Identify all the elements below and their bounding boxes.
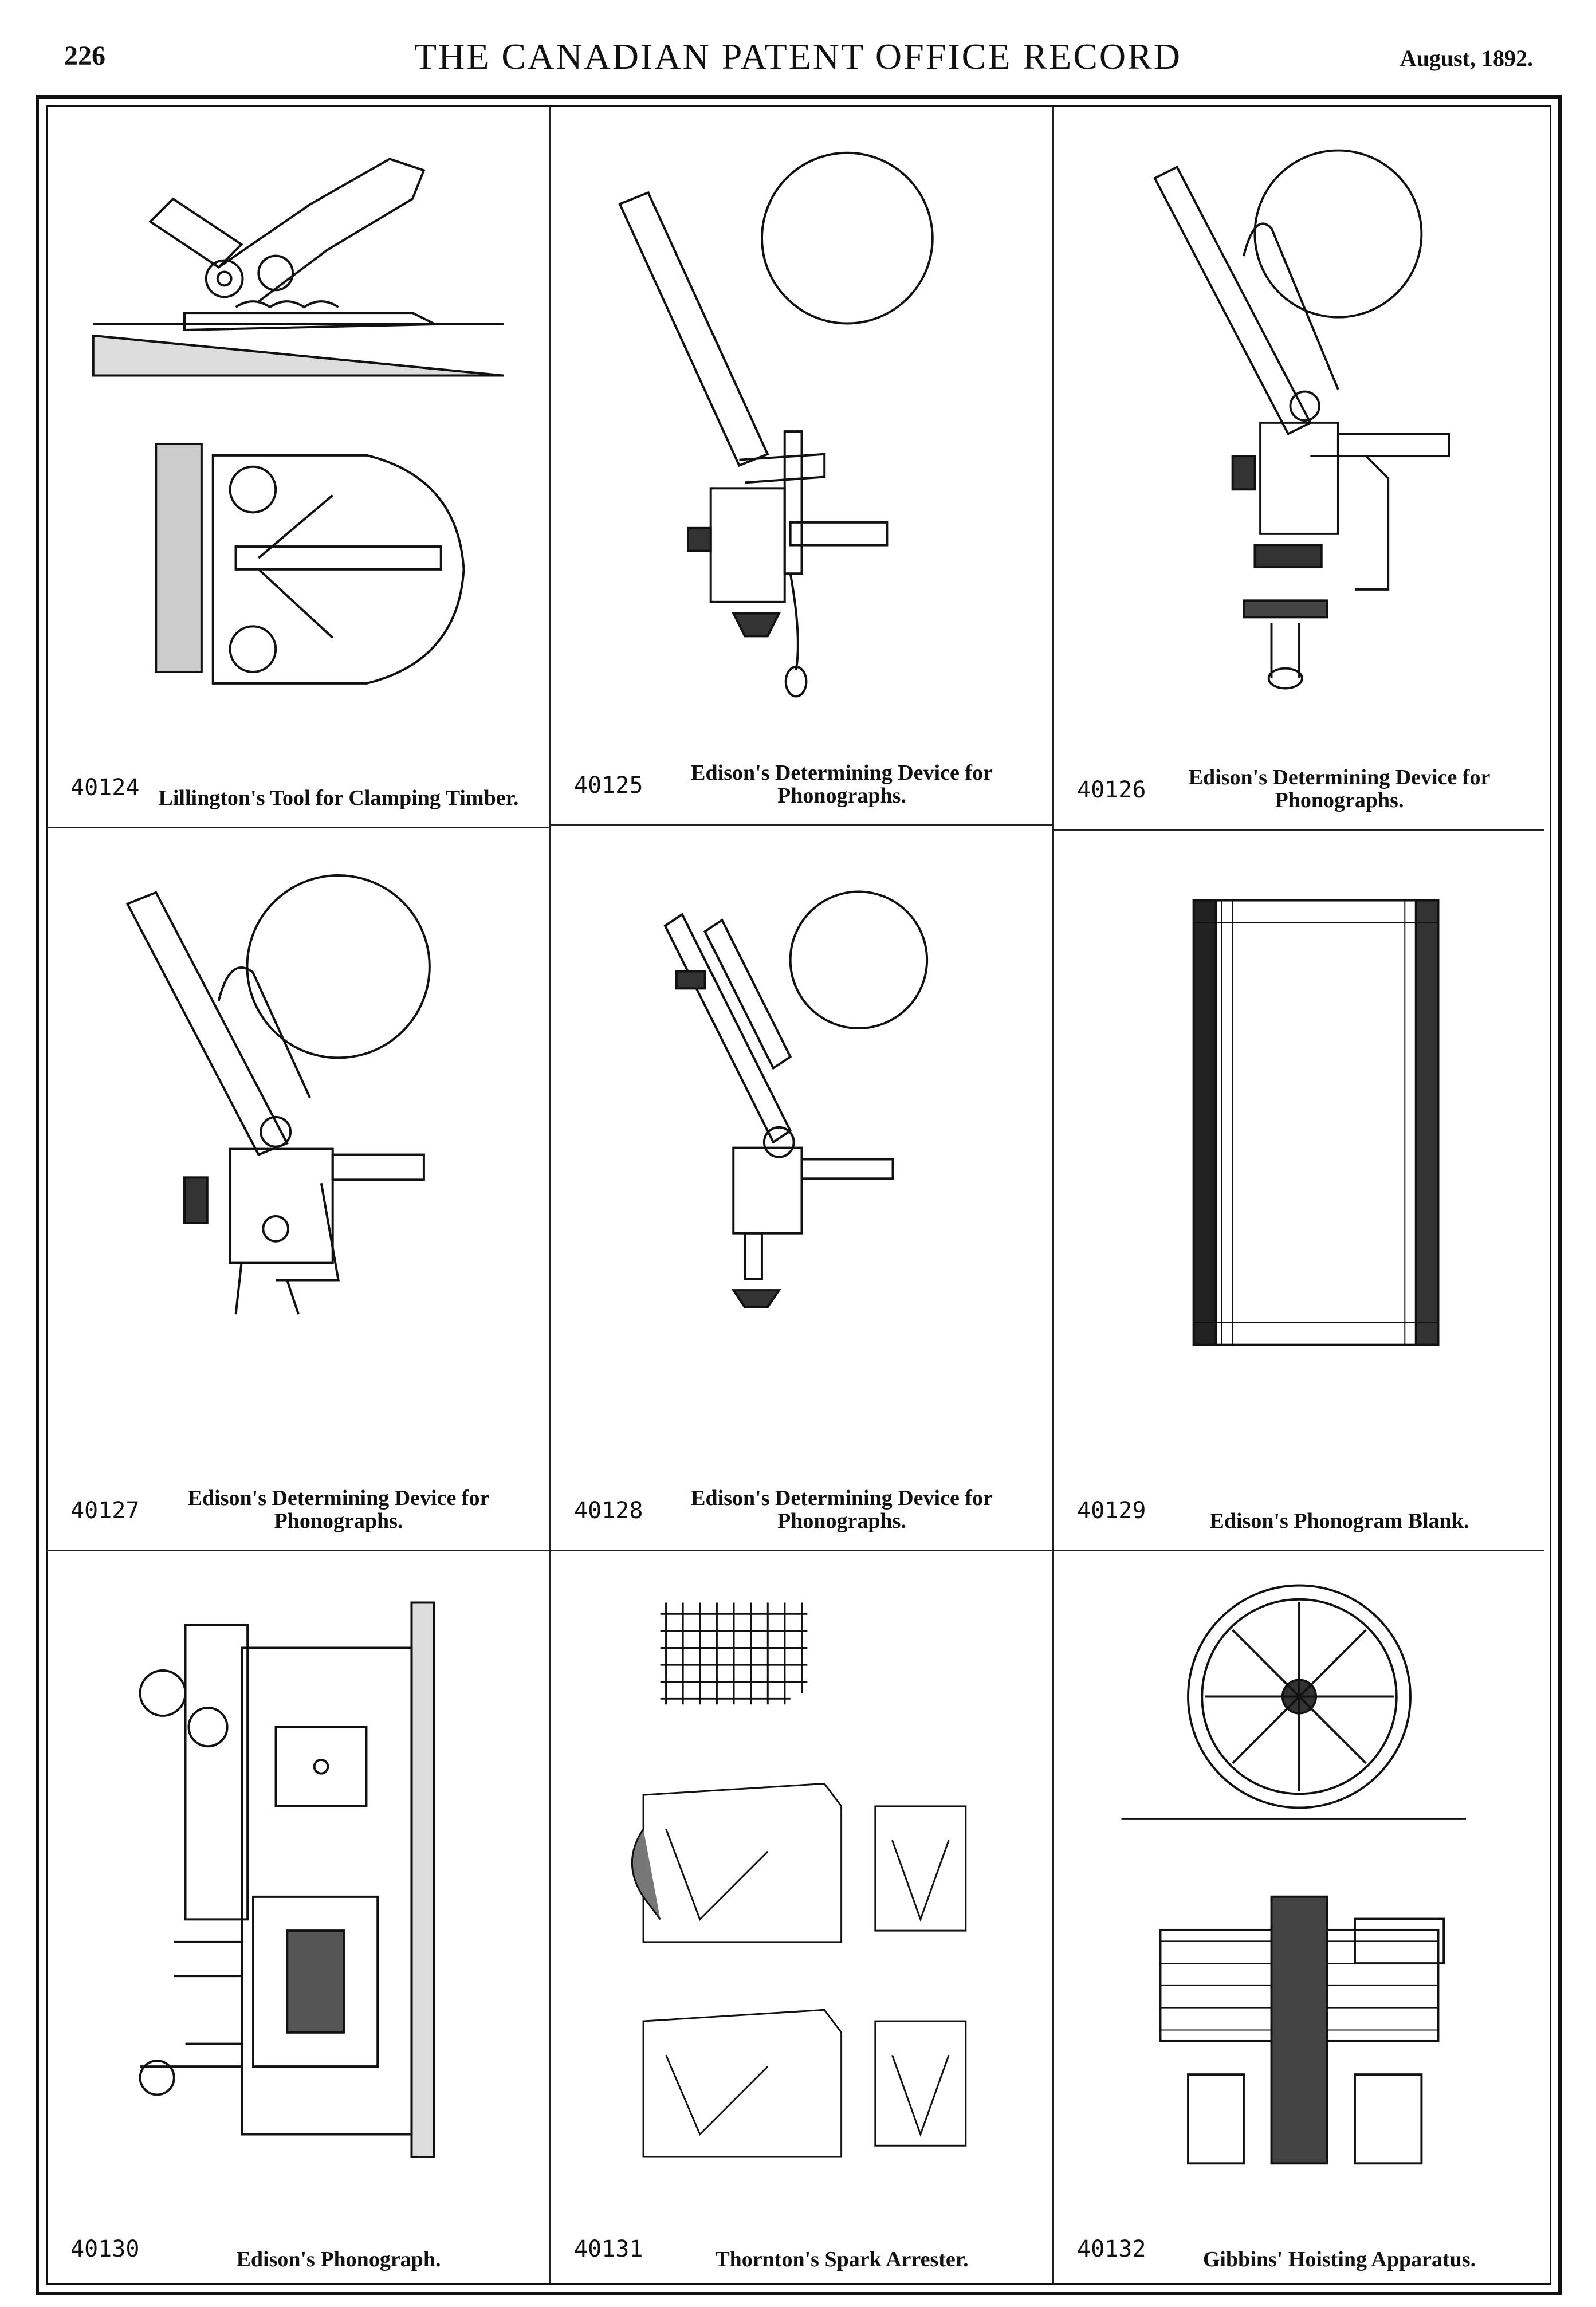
patent-number: 40129	[1077, 1498, 1146, 1524]
patent-number: 40128	[574, 1498, 643, 1524]
phonograph-device-drawing	[574, 136, 1029, 738]
patent-number: 40124	[70, 775, 140, 801]
patent-cell-40124: 40124 Lillington's Tool for Clamping Tim…	[48, 107, 549, 827]
patent-plate-frame: 40124 Lillington's Tool for Clamping Tim…	[36, 95, 1562, 2295]
patent-caption: 40130 Edison's Phonograph.	[70, 2216, 532, 2273]
patent-cell-40131: 40131 Thornton's Spark Arrester.	[551, 1551, 1052, 2288]
timber-clamp-drawing	[70, 136, 526, 741]
mesh-grid	[660, 1602, 808, 1705]
device-figure-40127	[125, 874, 431, 1315]
patent-cell-40125: 40125 Edison's Determining Device for Ph…	[551, 107, 1052, 824]
patent-caption: 40132 Gibbins' Hoisting Apparatus.	[1077, 2216, 1527, 2273]
journal-title: THE CANADIAN PATENT OFFICE RECORD	[414, 36, 1182, 77]
device-figure-40126	[1153, 149, 1450, 690]
device-figure-40125	[618, 151, 934, 698]
patent-caption: 40129 Edison's Phonogram Blank.	[1077, 1477, 1527, 1535]
patent-number: 40131	[574, 2236, 643, 2262]
patent-title: Lillington's Tool for Clamping Timber.	[158, 786, 519, 810]
patent-cell-40129: 40129 Edison's Phonogram Blank.	[1054, 831, 1544, 1550]
column-divider	[549, 107, 551, 2283]
device-figure-40128	[663, 890, 929, 1308]
patent-title: Edison's Determining Device for Phonogra…	[187, 1486, 490, 1533]
patent-cell-40128: 40128 Edison's Determining Device for Ph…	[551, 826, 1052, 1550]
row-divider	[48, 1550, 1544, 1551]
patent-title: Gibbins' Hoisting Apparatus.	[1202, 2247, 1476, 2271]
patent-title: Thornton's Spark Arrester.	[715, 2247, 969, 2271]
patent-title: Edison's Phonogram Blank.	[1209, 1509, 1469, 1533]
patent-caption: 40126 Edison's Determining Device for Ph…	[1077, 757, 1527, 814]
spark-arrester-figure	[631, 1602, 967, 2158]
patent-number: 40126	[1077, 777, 1146, 803]
page-header: 226 THE CANADIAN PATENT OFFICE RECORD Au…	[0, 0, 1596, 86]
phonograph-device-drawing	[1077, 136, 1522, 743]
patent-caption: 40127 Edison's Determining Device for Ph…	[70, 1477, 532, 1535]
issue-date: August, 1892.	[1400, 45, 1533, 71]
patent-cell-40126: 40126 Edison's Determining Device for Ph…	[1054, 107, 1544, 829]
row-divider	[48, 827, 549, 828]
phonograph-device-drawing	[70, 857, 526, 1464]
column-divider	[1052, 107, 1054, 2283]
row-divider	[551, 824, 1052, 826]
patent-caption: 40125 Edison's Determining Device for Ph…	[574, 752, 1035, 809]
inner-border: 40124 Lillington's Tool for Clamping Tim…	[46, 105, 1551, 2285]
patent-cell-40132: 40132 Gibbins' Hoisting Apparatus.	[1054, 1551, 1544, 2288]
phonograph-figure	[139, 1601, 435, 2158]
patent-caption: 40124 Lillington's Tool for Clamping Tim…	[70, 754, 532, 812]
patent-number: 40125	[574, 772, 643, 799]
hoisting-apparatus-drawing	[1077, 1580, 1522, 2202]
phonograph-drawing	[70, 1580, 526, 2202]
patent-title: Edison's Phonograph.	[236, 2247, 441, 2271]
patent-number: 40127	[70, 1498, 140, 1524]
hoisting-apparatus-figure	[1121, 1584, 1466, 2165]
spark-arrester-drawing	[574, 1580, 1029, 2202]
patent-number: 40132	[1077, 2236, 1146, 2262]
patent-cell-40130: 40130 Edison's Phonograph.	[48, 1551, 549, 2288]
patent-title: Edison's Determining Device for Phonogra…	[691, 761, 993, 808]
phonograph-device-drawing	[574, 855, 1029, 1464]
patent-caption: 40128 Edison's Determining Device for Ph…	[574, 1477, 1035, 1535]
patent-title: Edison's Determining Device for Phonogra…	[691, 1486, 993, 1533]
row-divider	[1054, 829, 1544, 831]
patent-number: 40130	[70, 2236, 140, 2262]
patent-title: Edison's Determining Device for Phonogra…	[1188, 765, 1491, 812]
phonogram-blank-drawing	[1077, 859, 1522, 1464]
patent-cell-40127: 40127 Edison's Determining Device for Ph…	[48, 828, 549, 1550]
page-number: 226	[64, 41, 105, 71]
blank-cylinder-figure	[1192, 899, 1440, 1346]
patent-caption: 40131 Thornton's Spark Arrester.	[574, 2216, 1035, 2273]
timber-clamp-figure	[92, 158, 504, 685]
